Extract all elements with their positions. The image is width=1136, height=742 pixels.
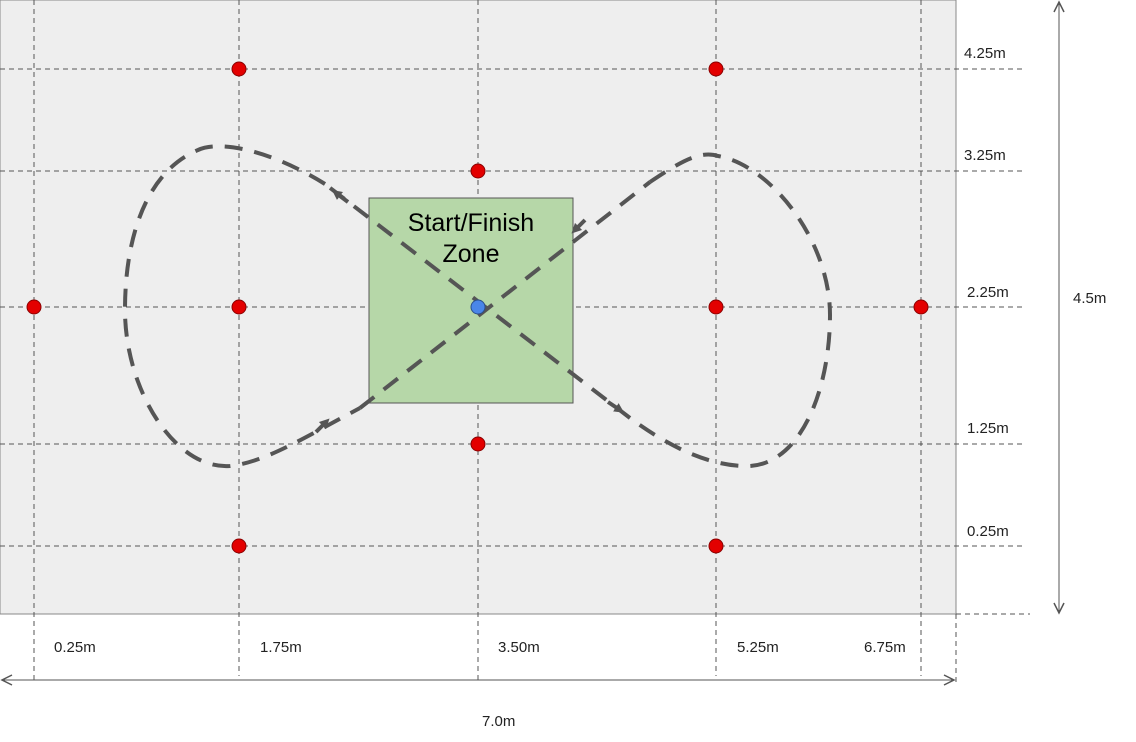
marker-5.25-0.25 <box>708 538 724 554</box>
height-dimension <box>1053 0 1065 615</box>
arrow-bottom-right <box>606 400 625 413</box>
height-label: 4.5m <box>1073 290 1106 307</box>
arrow-top-left <box>332 190 350 204</box>
width-arrow-left-icon <box>0 674 13 686</box>
path-left-loop <box>122 144 361 469</box>
height-arrow-up-icon <box>1053 0 1065 13</box>
marker-3.50-1.25 <box>470 436 486 452</box>
marker-1.75-4.25 <box>231 61 247 77</box>
marker-5.25-4.25 <box>708 61 724 77</box>
path-right-loop <box>628 152 833 469</box>
width-label: 7.0m <box>482 713 515 730</box>
marker-1.75-0.25 <box>231 538 247 554</box>
height-arrow-down-icon <box>1053 602 1065 615</box>
width-dimension <box>0 674 956 686</box>
zone-label-line1: Start/Finish <box>408 209 534 237</box>
marker-0.25-2.25 <box>26 299 42 315</box>
start-finish-zone <box>368 197 574 404</box>
x-label-6.75: 6.75m <box>864 639 906 656</box>
marker-5.25-2.25 <box>708 299 724 315</box>
marker-1.75-2.25 <box>231 299 247 315</box>
arrow-bottom-left <box>314 418 330 434</box>
x-label-0.25: 0.25m <box>54 639 96 656</box>
direction-arrows <box>314 190 625 434</box>
y-label-0.25: 0.25m <box>967 523 1009 540</box>
marker-3.50-3.25 <box>470 163 486 179</box>
x-label-3.50: 3.50m <box>498 639 540 656</box>
marker-6.75-2.25 <box>913 299 929 315</box>
path-diagonal-rising <box>358 180 652 410</box>
y-label-1.25: 1.25m <box>967 420 1009 437</box>
center-point <box>470 299 486 315</box>
zone-label-line2: Zone <box>443 240 500 268</box>
width-arrow-right-icon <box>943 674 956 686</box>
x-label-1.75: 1.75m <box>260 639 302 656</box>
markers <box>26 61 929 554</box>
y-label-2.25: 2.25m <box>967 284 1009 301</box>
x-label-5.25: 5.25m <box>737 639 779 656</box>
arrow-top-right <box>571 218 587 234</box>
y-label-4.25: 4.25m <box>964 45 1006 62</box>
y-label-3.25: 3.25m <box>964 147 1006 164</box>
